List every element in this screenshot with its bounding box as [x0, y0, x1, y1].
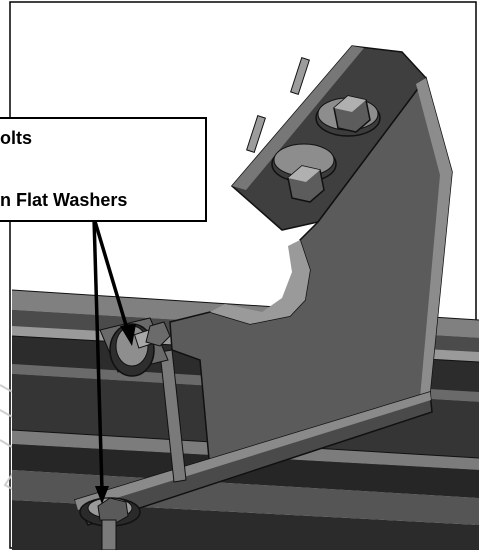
leader-arrows — [92, 217, 136, 504]
leader-line-upper — [92, 217, 130, 333]
callout-text-bolts: olts — [0, 128, 33, 148]
callout-text-flat-washers: n Flat Washers — [0, 190, 128, 210]
leader-line-lower — [92, 217, 104, 491]
arrowhead-lower — [95, 486, 109, 504]
bottom-bolt — [79, 497, 141, 550]
arrowhead-upper — [120, 324, 136, 346]
middle-bolt — [109, 321, 171, 377]
flange-fasteners — [246, 57, 381, 203]
callout-label-box: olts n Flat Washers — [0, 117, 207, 222]
